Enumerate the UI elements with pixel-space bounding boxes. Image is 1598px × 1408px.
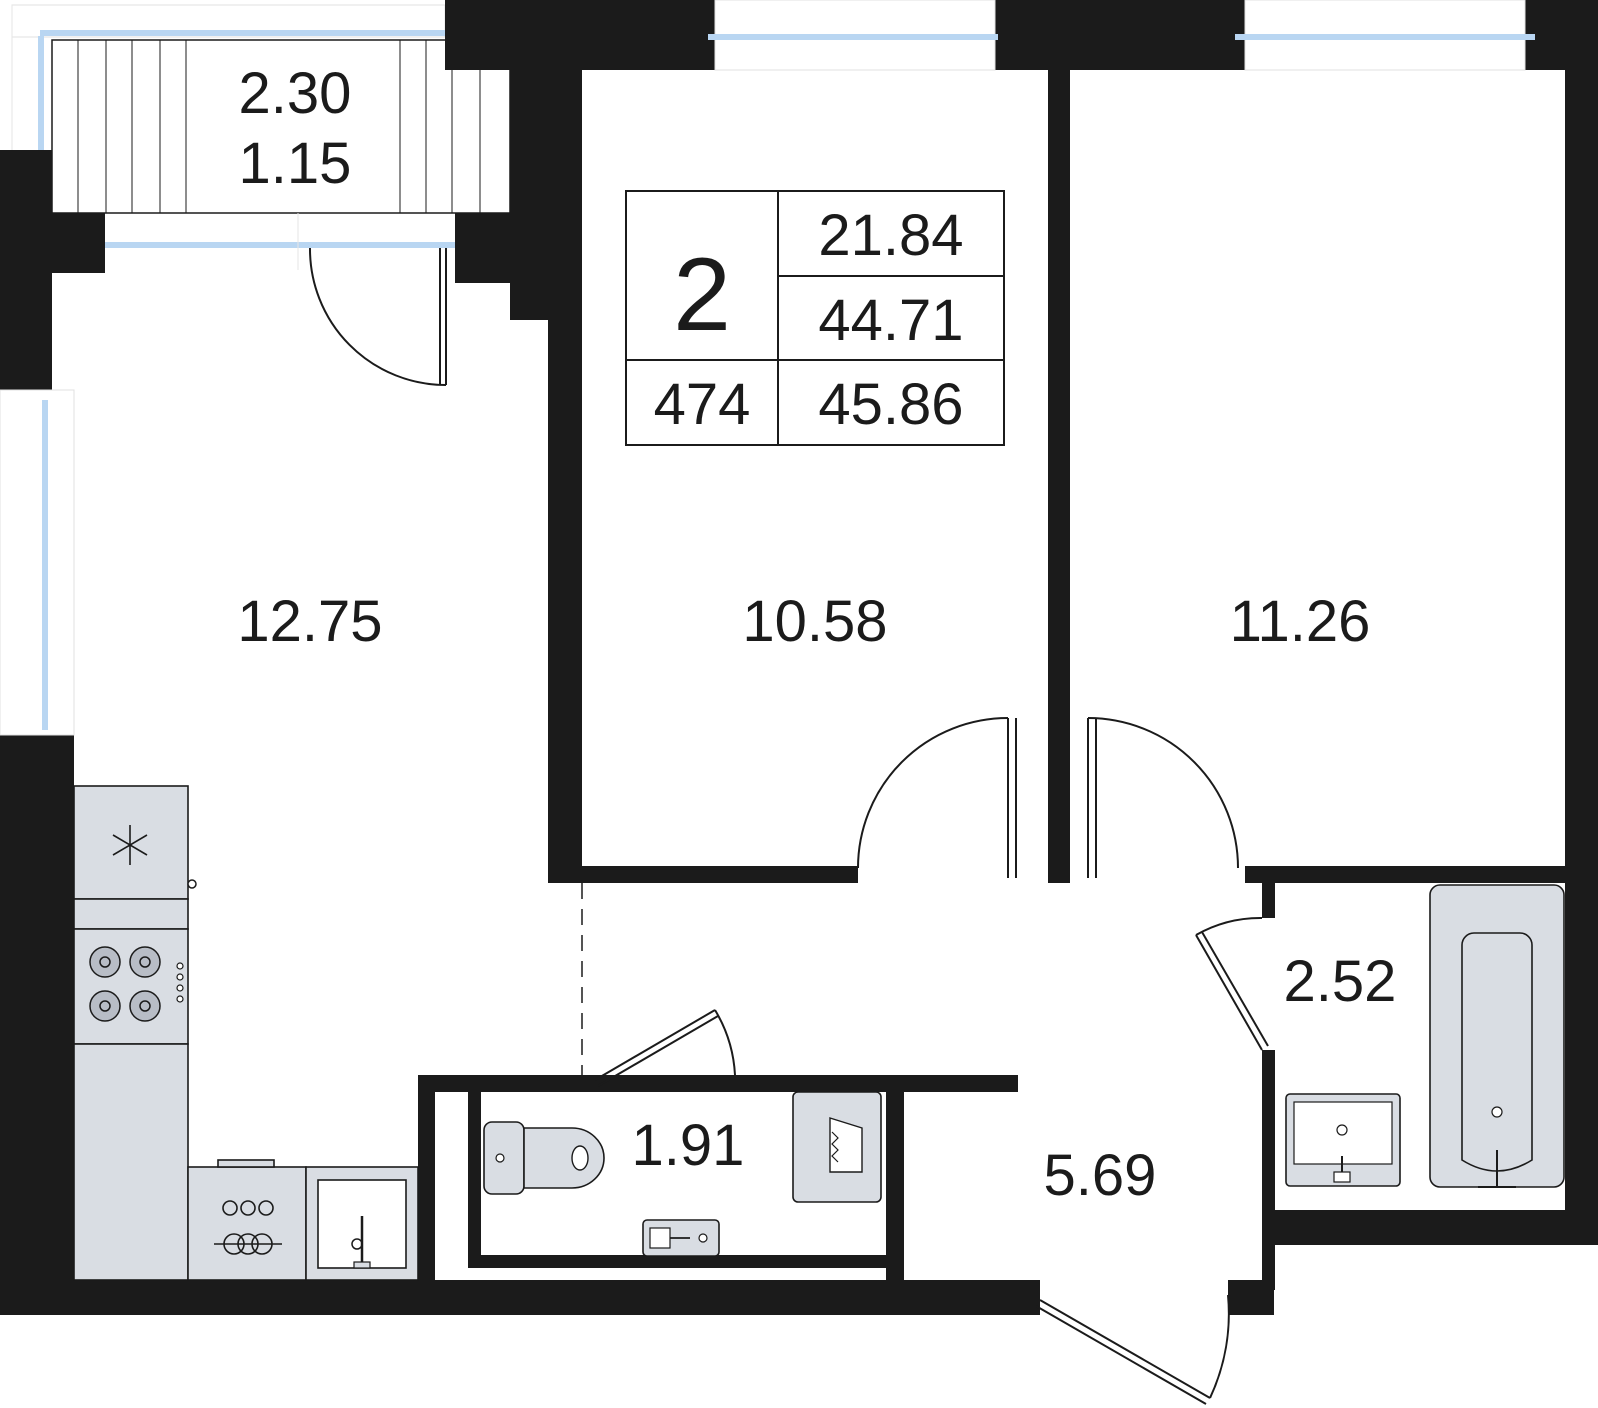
washbasin-icon — [642, 1219, 720, 1257]
balcony-railing — [77, 40, 481, 213]
hob-burner-icon — [89, 946, 161, 1022]
bedroom-2-area: 11.26 — [1230, 589, 1371, 654]
oven — [187, 1166, 307, 1281]
living-area: 21.84 — [818, 203, 963, 268]
kitchen-area: 12.75 — [237, 589, 382, 654]
sink-icon — [317, 1179, 407, 1269]
washing-machine-icon — [792, 1091, 882, 1203]
doors — [308, 247, 1269, 1405]
snowflake-icon — [112, 825, 148, 865]
hallway-area: 5.69 — [1044, 1143, 1157, 1208]
room-labels: 2.30 1.15 12.75 10.58 11.26 2.52 1.91 5.… — [237, 61, 1396, 1208]
toilet-area: 1.91 — [632, 1113, 745, 1178]
bathroom-fixtures — [1285, 884, 1565, 1188]
windows — [0, 0, 1535, 736]
oven-icon — [214, 1200, 282, 1255]
toilet-fixtures — [483, 1091, 882, 1257]
bathroom-area: 2.52 — [1284, 949, 1397, 1014]
hob — [73, 928, 189, 1045]
rooms-count: 2 — [673, 237, 731, 353]
area-without-balcony: 44.71 — [818, 288, 963, 353]
balcony-area-reduced: 1.15 — [239, 131, 352, 196]
balcony-area: 2.30 — [239, 61, 352, 126]
fridge — [73, 785, 189, 900]
bathtub-icon — [1429, 884, 1565, 1188]
hob-knobs — [176, 962, 184, 1003]
area-summary-table: 2 21.84 44.71 474 45.86 — [625, 190, 1005, 446]
toilet-icon — [483, 1121, 605, 1195]
kitchen-furniture — [73, 785, 419, 1281]
apartment-number: 474 — [654, 372, 751, 437]
washbasin-icon — [1285, 1093, 1401, 1187]
total-area: 45.86 — [818, 372, 963, 437]
bedroom-1-area: 10.58 — [742, 589, 887, 654]
balcony — [11, 4, 511, 270]
walls — [0, 0, 1598, 1315]
